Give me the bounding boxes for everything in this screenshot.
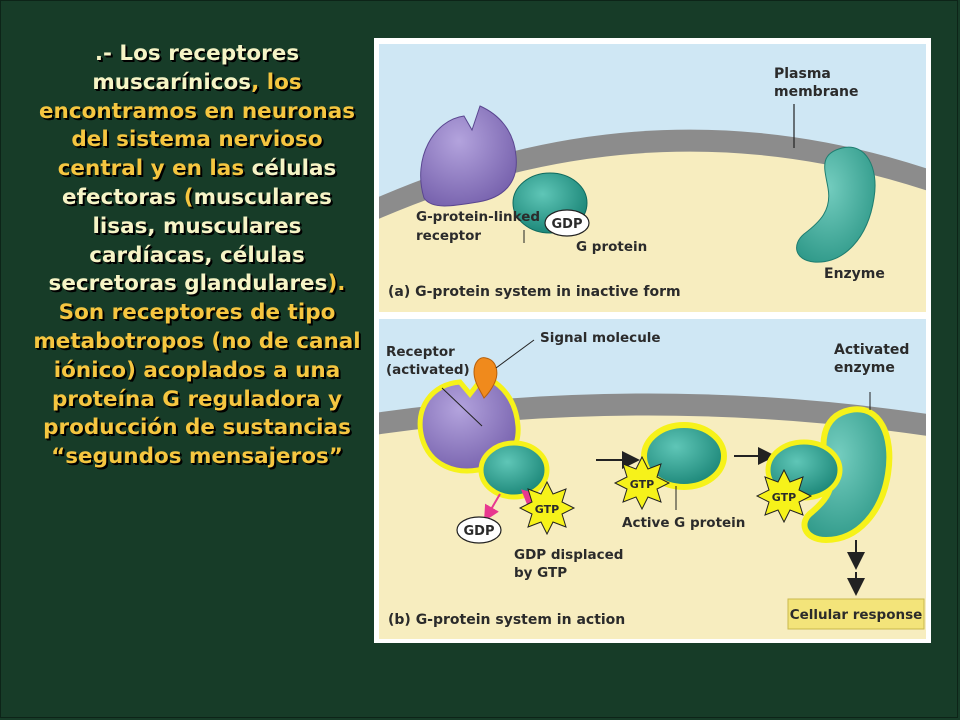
- paragraph-receptor-location: .- Los receptores muscarínicos, los enco…: [28, 40, 366, 299]
- signal-molecule: [473, 357, 498, 399]
- g-protein-releasing-gdp: [478, 440, 550, 500]
- gdp-badge-a: [544, 209, 590, 237]
- text-cell-types: musculares lisas, musculares cardíacas, …: [48, 184, 332, 297]
- panel-b: GDP GTP GTP GTP: [379, 319, 926, 639]
- receptor-label-a-1: G-protein-linked: [416, 209, 540, 225]
- gdp-label-a: GDP: [552, 217, 583, 232]
- text-effector-cells: células efectoras: [62, 156, 337, 210]
- gtp-starburst-1: [518, 480, 576, 536]
- gdp-badge-b: [456, 516, 502, 544]
- text-close-paren: ).: [327, 271, 346, 297]
- text-muscarinic-receptors: .- Los receptores muscarínicos: [92, 41, 300, 95]
- description-text: .- Los receptores muscarínicos, los enco…: [28, 40, 366, 472]
- g-protein-figure: GDP Plasma membrane G-protein-linked rec…: [374, 38, 931, 643]
- receptor-label-b-1: Receptor: [386, 344, 455, 360]
- gtp-label-1: GTP: [535, 503, 559, 516]
- gtp-label-3: GTP: [772, 491, 796, 504]
- gdp-release-arrow: [483, 493, 501, 522]
- caption-b: (b) G-protein system in action: [388, 612, 625, 628]
- paragraph-receptor-type: Son receptores de tipo metabotropos (no …: [33, 300, 361, 470]
- gtp-starburst-2: [613, 455, 671, 511]
- gdp-displaced-label-2: by GTP: [514, 565, 567, 581]
- activated-enzyme-label-1: Activated: [834, 342, 909, 358]
- plasma-membrane-label-2: membrane: [774, 84, 859, 100]
- cellular-response-box: [787, 598, 925, 630]
- active-g-protein: [641, 422, 727, 490]
- receptor-leader-b: [441, 387, 483, 427]
- signal-molecule-label: Signal molecule: [540, 330, 661, 346]
- panel-separator: [374, 312, 931, 319]
- enzyme-label-a: Enzyme: [824, 266, 885, 282]
- signal-leader: [495, 339, 535, 369]
- text-location: , los encontramos en neuronas del sistem…: [38, 69, 356, 182]
- gdp-label-b: GDP: [464, 524, 495, 539]
- plasma-membrane-label-1: Plasma: [774, 66, 831, 82]
- text-open-paren: (: [183, 184, 194, 210]
- g-protein-label-a: G protein: [576, 239, 647, 255]
- receptor-label-b-2: (activated): [386, 362, 470, 378]
- g-protein-diagram: GDP Plasma membrane G-protein-linked rec…: [374, 44, 931, 639]
- active-g-protein-label: Active G protein: [622, 515, 745, 531]
- enzyme-a: [796, 146, 876, 263]
- gdp-displaced-label-1: GDP displaced: [514, 547, 623, 563]
- receptor-label-a-2: receptor: [416, 228, 481, 244]
- activated-enzyme-label-2: enzyme: [834, 360, 895, 376]
- gtp-starburst-3: [755, 468, 813, 524]
- cellular-response-label: Cellular response: [790, 607, 923, 623]
- panel-a: GDP Plasma membrane G-protein-linked rec…: [379, 44, 926, 312]
- caption-a: (a) G-protein system in inactive form: [388, 284, 681, 300]
- gtp-label-2: GTP: [630, 478, 654, 491]
- g-protein-linked-receptor-a: [420, 105, 517, 207]
